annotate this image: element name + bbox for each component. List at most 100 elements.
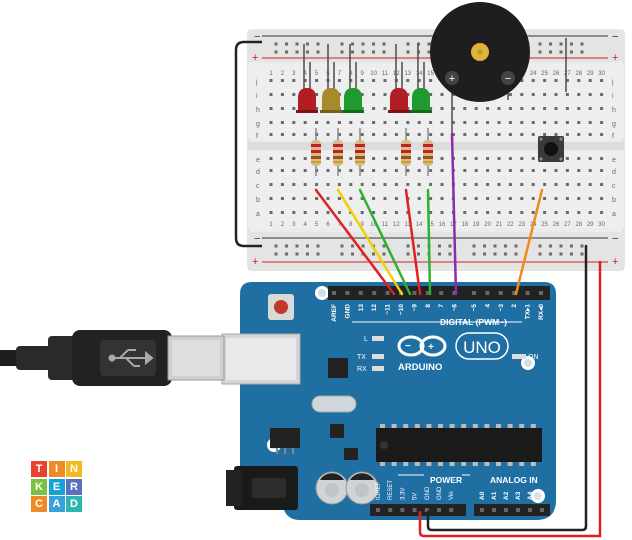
breadboard-hole[interactable] — [406, 133, 410, 136]
breadboard-hole[interactable] — [463, 157, 467, 160]
rail-hole[interactable] — [340, 50, 344, 54]
breadboard-hole[interactable] — [417, 211, 421, 214]
breadboard-hole[interactable] — [394, 183, 398, 186]
breadboard-hole[interactable] — [440, 107, 444, 110]
digital-pin-hole[interactable] — [452, 291, 457, 295]
rail-hole[interactable] — [274, 50, 278, 54]
rail-hole[interactable] — [316, 252, 320, 256]
breadboard-hole[interactable] — [269, 157, 273, 160]
breadboard-hole[interactable] — [292, 93, 296, 96]
breadboard-hole[interactable] — [372, 133, 376, 136]
digital-pin-hole[interactable] — [425, 291, 430, 295]
breadboard-hole[interactable] — [497, 107, 501, 110]
breadboard-hole[interactable] — [486, 169, 490, 172]
rail-hole[interactable] — [559, 50, 563, 54]
breadboard-hole[interactable] — [406, 183, 410, 186]
breadboard-hole[interactable] — [383, 79, 387, 82]
rail-hole[interactable] — [351, 252, 354, 256]
breadboard-hole[interactable] — [383, 157, 387, 160]
breadboard-hole[interactable] — [565, 169, 569, 172]
breadboard-hole[interactable] — [303, 183, 307, 186]
breadboard-hole[interactable] — [463, 197, 467, 200]
breadboard-hole[interactable] — [588, 197, 592, 200]
breadboard-hole[interactable] — [497, 133, 501, 136]
power-pin-hole[interactable] — [376, 508, 380, 512]
breadboard-hole[interactable] — [497, 197, 501, 200]
breadboard-hole[interactable] — [269, 133, 273, 136]
breadboard-hole[interactable] — [372, 107, 376, 110]
breadboard-hole[interactable] — [451, 107, 455, 110]
breadboard-hole[interactable] — [531, 169, 535, 172]
breadboard-hole[interactable] — [600, 211, 604, 214]
breadboard-hole[interactable] — [588, 121, 592, 124]
power-pin-hole[interactable] — [400, 508, 405, 512]
breadboard-hole[interactable] — [417, 169, 421, 172]
breadboard-hole[interactable] — [417, 197, 421, 200]
breadboard-hole[interactable] — [372, 211, 376, 214]
breadboard-hole[interactable] — [349, 133, 353, 136]
breadboard-hole[interactable] — [554, 93, 558, 96]
breadboard-hole[interactable] — [292, 79, 296, 82]
digital-pin-hole[interactable] — [485, 291, 490, 295]
rail-hole[interactable] — [372, 42, 375, 46]
digital-pin-hole[interactable] — [472, 291, 476, 295]
rail-hole[interactable] — [295, 50, 299, 54]
breadboard-hole[interactable] — [565, 183, 569, 186]
breadboard-hole[interactable] — [463, 183, 467, 186]
breadboard-hole[interactable] — [372, 183, 376, 186]
breadboard-hole[interactable] — [394, 133, 398, 136]
led-red-2[interactable] — [388, 88, 410, 113]
breadboard-hole[interactable] — [565, 197, 569, 200]
breadboard-hole[interactable] — [520, 197, 524, 200]
rail-hole[interactable] — [472, 244, 476, 248]
breadboard-hole[interactable] — [577, 169, 581, 172]
breadboard-hole[interactable] — [269, 169, 273, 172]
breadboard-hole[interactable] — [394, 211, 398, 214]
breadboard-hole[interactable] — [394, 169, 398, 172]
analog-pin-hole[interactable] — [528, 508, 532, 512]
rail-hole[interactable] — [406, 252, 410, 256]
breadboard-hole[interactable] — [588, 169, 592, 172]
rail-hole[interactable] — [538, 50, 542, 54]
breadboard-hole[interactable] — [474, 197, 478, 200]
breadboard-hole[interactable] — [360, 79, 364, 82]
rail-hole[interactable] — [570, 244, 573, 248]
rail-hole[interactable] — [382, 252, 386, 256]
power-pin-hole[interactable] — [437, 508, 441, 512]
breadboard-hole[interactable] — [508, 197, 512, 200]
breadboard-hole[interactable] — [440, 169, 444, 172]
breadboard-hole[interactable] — [554, 169, 558, 172]
digital-pin-hole[interactable] — [372, 291, 377, 295]
breadboard-hole[interactable] — [554, 79, 558, 82]
breadboard-hole[interactable] — [417, 183, 421, 186]
breadboard-hole[interactable] — [520, 211, 524, 214]
led-yellow[interactable] — [320, 88, 342, 113]
resistors[interactable] — [311, 128, 433, 176]
rail-hole[interactable] — [570, 50, 573, 54]
breadboard-hole[interactable] — [349, 157, 353, 160]
breadboard-hole[interactable] — [417, 79, 421, 82]
breadboard-hole[interactable] — [440, 183, 444, 186]
breadboard-hole[interactable] — [417, 157, 421, 160]
breadboard-hole[interactable] — [372, 157, 376, 160]
analog-pin-hole[interactable] — [492, 508, 496, 512]
breadboard-hole[interactable] — [326, 183, 330, 186]
breadboard-hole[interactable] — [337, 121, 341, 124]
breadboard-hole[interactable] — [474, 211, 478, 214]
breadboard-hole[interactable] — [463, 133, 467, 136]
breadboard-hole[interactable] — [292, 183, 296, 186]
digital-pin-hole[interactable] — [525, 291, 530, 295]
breadboard-hole[interactable] — [383, 133, 387, 136]
rail-hole[interactable] — [559, 252, 563, 256]
breadboard-hole[interactable] — [588, 79, 592, 82]
breadboard-hole[interactable] — [360, 93, 364, 96]
rail-hole[interactable] — [285, 42, 288, 46]
rail-hole[interactable] — [580, 252, 584, 256]
rail-hole[interactable] — [340, 42, 344, 46]
breadboard-hole[interactable] — [337, 183, 341, 186]
rail-hole[interactable] — [274, 42, 278, 46]
breadboard-hole[interactable] — [508, 169, 512, 172]
breadboard-hole[interactable] — [531, 79, 535, 82]
rail-hole[interactable] — [538, 244, 542, 248]
